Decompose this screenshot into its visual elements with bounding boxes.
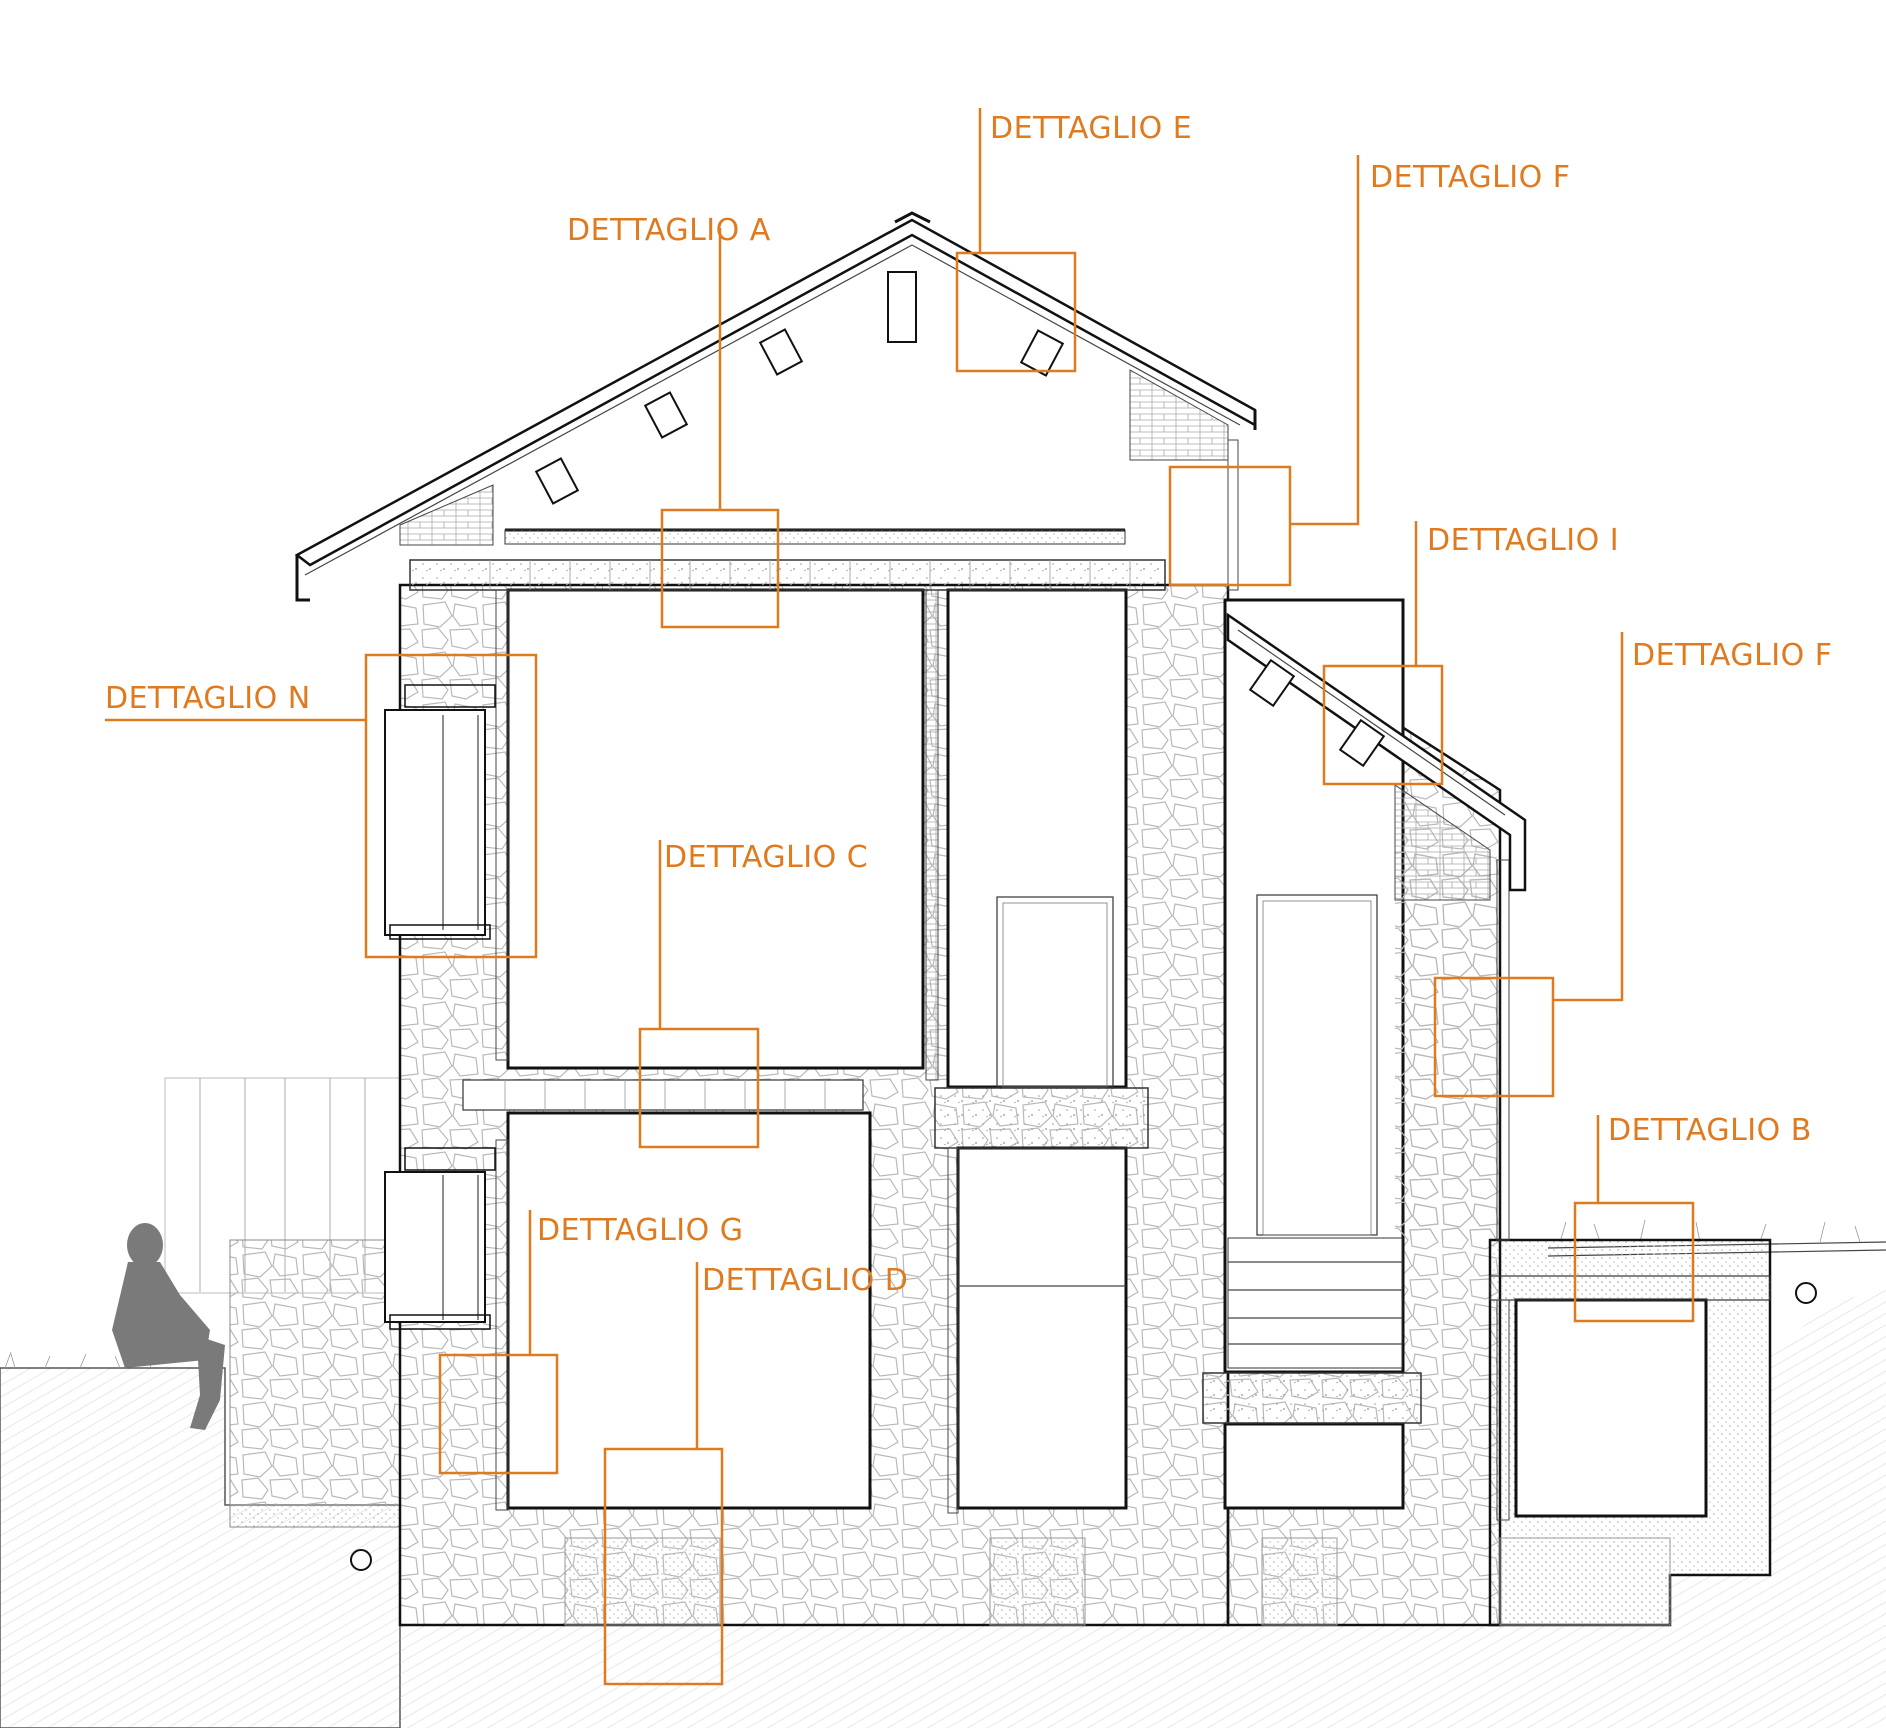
grass: [4, 1219, 1861, 1369]
callout-f-upper[interactable]: [1168, 155, 1360, 587]
callout-g-label: DETTAGLIO G: [537, 1213, 744, 1248]
callout-f-lower[interactable]: [1433, 632, 1624, 1098]
beams: [409, 559, 1771, 1424]
callout-b[interactable]: [1573, 1115, 1695, 1323]
seated-person-silhouette-icon: [112, 1223, 225, 1430]
callout-e[interactable]: [955, 108, 1077, 373]
callout-b-label: DETTAGLIO B: [1608, 1113, 1812, 1148]
callout-e-label: DETTAGLIO E: [990, 111, 1192, 146]
callout-c-label: DETTAGLIO C: [664, 840, 868, 875]
callout-n[interactable]: [105, 653, 538, 959]
callout-a-label: DETTAGLIO A: [567, 213, 771, 248]
callout-a[interactable]: [660, 228, 780, 629]
callout-i[interactable]: [1322, 521, 1444, 786]
callout-f-lower-label: DETTAGLIO F: [1632, 638, 1833, 673]
foundation: [564, 1537, 1671, 1626]
callout-d-label: DETTAGLIO D: [702, 1263, 908, 1298]
lower-roof: [1226, 612, 1527, 892]
callout-g[interactable]: [438, 1210, 559, 1475]
insulation: [495, 439, 1510, 1521]
callout-f-upper-label: DETTAGLIO F: [1370, 160, 1571, 195]
garden-wall: [164, 1077, 401, 1528]
drain-pipe-circle-icon: [350, 1282, 1817, 1571]
callout-d[interactable]: [603, 1262, 724, 1686]
main-roof: [294, 211, 1257, 602]
callout-n-label: DETTAGLIO N: [105, 681, 311, 716]
callout-i-label: DETTAGLIO I: [1427, 523, 1619, 558]
callout-c[interactable]: [638, 840, 760, 1149]
doors: [996, 894, 1403, 1369]
attic: [399, 240, 1491, 901]
rooms: [506, 588, 1708, 1518]
